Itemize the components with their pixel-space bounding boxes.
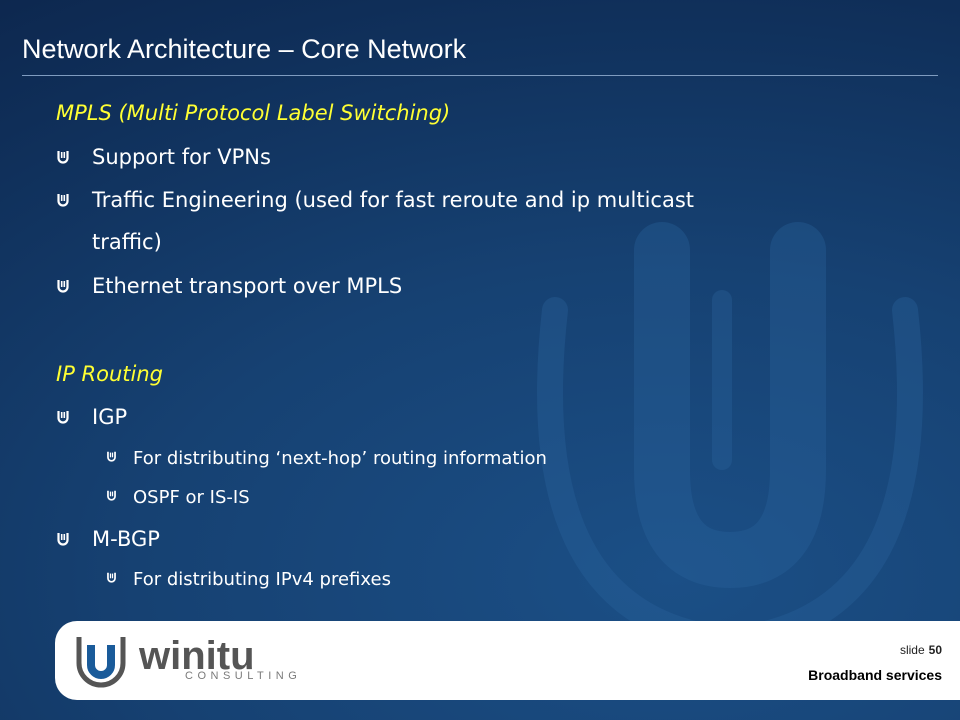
u-shape-bullet-icon xyxy=(107,451,116,462)
title-divider xyxy=(22,75,938,76)
bullet-m-bgp: M-BGP xyxy=(92,527,160,551)
winitu-u-logo-icon: winitu xyxy=(76,634,255,688)
slide-number: 50 xyxy=(928,643,942,657)
u-shape-bullet-icon xyxy=(57,280,69,293)
sub-bullet-next-hop: For distributing ‘next-hop’ routing info… xyxy=(133,448,547,469)
bullet-traffic-engineering: Traffic Engineering (used for fast rerou… xyxy=(92,188,695,212)
section-heading-mpls: MPLS (Multi Protocol Label Switching) xyxy=(56,101,451,125)
u-shape-bullet-icon xyxy=(107,490,116,501)
logo-subtext: CONSULTING xyxy=(185,670,302,682)
section-heading-ip-routing: IP Routing xyxy=(56,362,163,386)
slide-title: Network Architecture – Core Network xyxy=(22,34,467,64)
footer-caption: Broadband services xyxy=(808,667,942,683)
sub-bullet-ipv4-prefixes: For distributing IPv4 prefixes xyxy=(133,569,391,590)
bullet-igp: IGP xyxy=(92,405,128,429)
winitu-logo: winitu xyxy=(71,631,311,695)
u-shape-bullet-icon xyxy=(107,572,116,583)
u-shape-bullet-icon xyxy=(57,151,69,164)
bullet-ethernet-transport: Ethernet transport over MPLS xyxy=(92,274,403,298)
sub-bullet-ospf-isis: OSPF or IS-IS xyxy=(133,487,250,508)
u-shape-bullet-icon xyxy=(57,533,69,546)
bullet-traffic-engineering-continuation: traffic) xyxy=(92,230,162,254)
u-shape-bullet-icon xyxy=(57,194,69,207)
u-shape-bullet-icon xyxy=(57,411,69,424)
logo-wordmark: winitu xyxy=(138,634,255,678)
slide-label-text: slide xyxy=(899,643,925,657)
bullet-support-vpns: Support for VPNs xyxy=(92,145,271,169)
